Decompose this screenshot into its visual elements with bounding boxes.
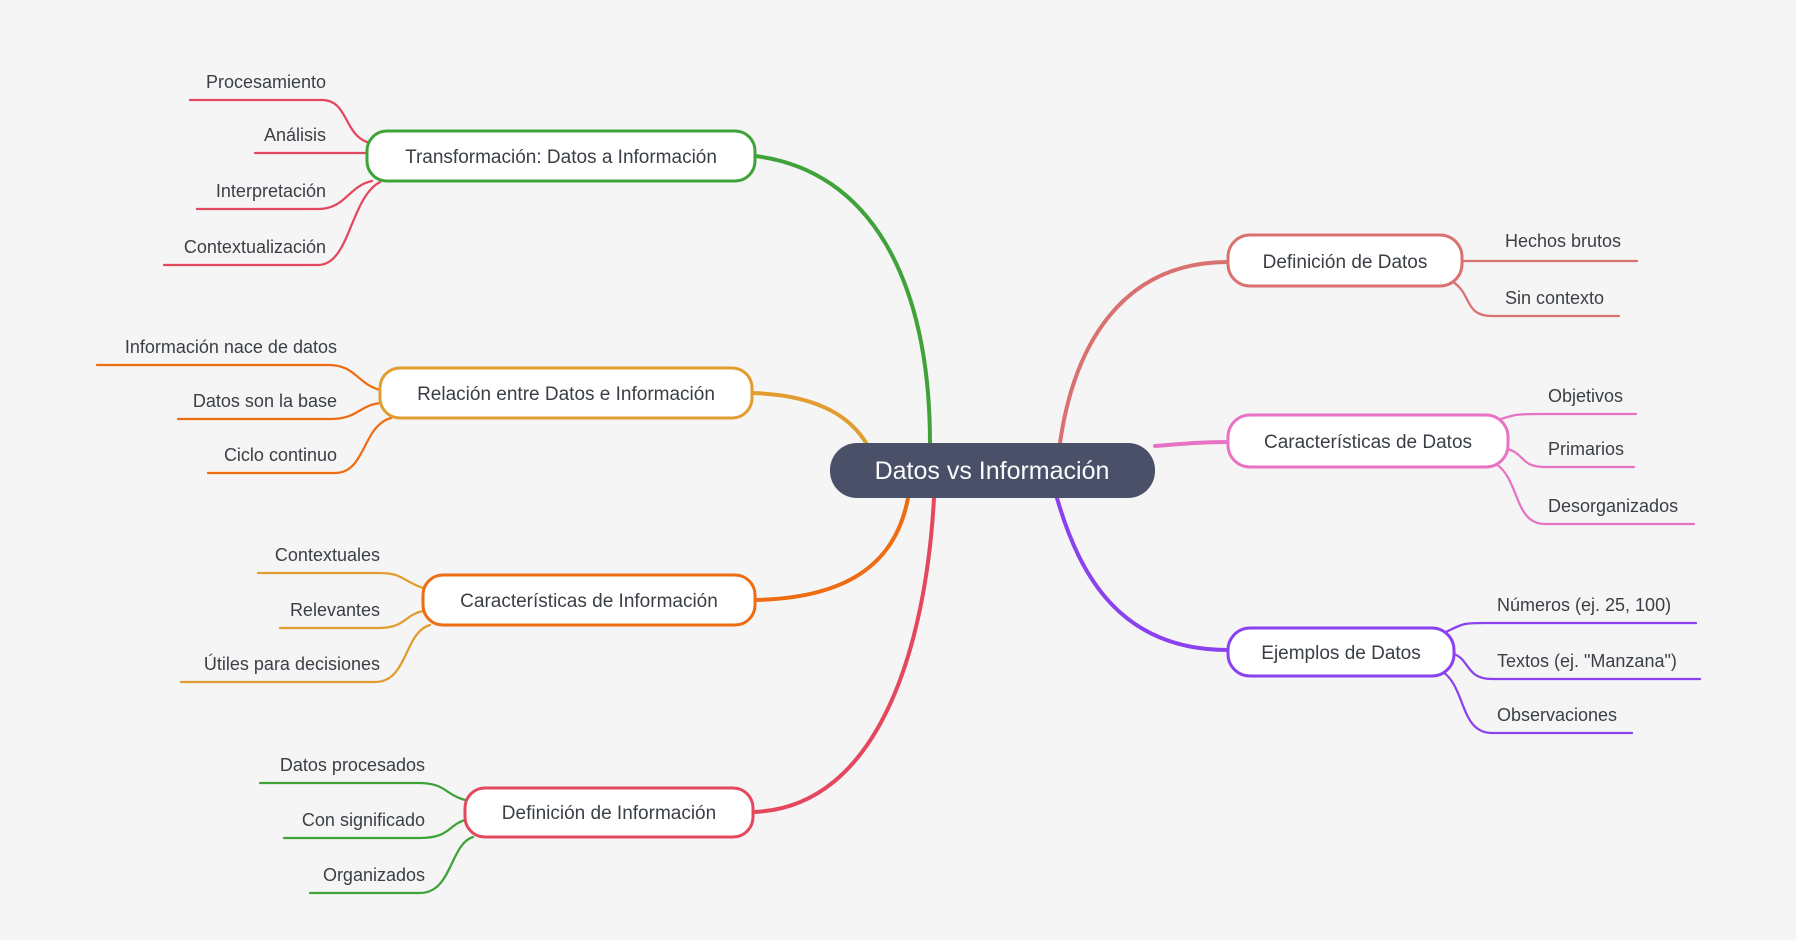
childline-primarios bbox=[1506, 447, 1636, 469]
link-central-to-relacion bbox=[750, 391, 870, 448]
childline-informacion-nace bbox=[95, 363, 382, 392]
child-datos-procesados[interactable]: Datos procesados bbox=[280, 755, 425, 775]
childline-datos-procesados bbox=[258, 781, 467, 802]
child-primarios[interactable]: Primarios bbox=[1548, 439, 1624, 459]
childline-interpretacion bbox=[195, 179, 374, 211]
childline-procesamiento bbox=[188, 98, 369, 144]
child-desorganizados[interactable]: Desorganizados bbox=[1548, 496, 1678, 516]
childline-sin-contexto bbox=[1451, 280, 1621, 318]
node-caracteristicas-datos-label[interactable]: Características de Datos bbox=[1264, 432, 1472, 453]
childline-textos bbox=[1452, 652, 1702, 681]
link-central-to-caracteristicas-datos bbox=[1153, 440, 1230, 448]
child-informacion-nace[interactable]: Información nace de datos bbox=[125, 337, 337, 357]
child-observaciones[interactable]: Observaciones bbox=[1497, 705, 1617, 725]
child-utiles[interactable]: Útiles para decisiones bbox=[204, 653, 380, 674]
child-procesamiento[interactable]: Procesamiento bbox=[206, 72, 326, 92]
link-central-to-ejemplos-datos bbox=[1055, 496, 1230, 652]
node-caracteristicas-datos[interactable] bbox=[1226, 413, 1510, 469]
child-contextualizacion[interactable]: Contextualización bbox=[184, 237, 326, 257]
child-organizados[interactable]: Organizados bbox=[323, 865, 425, 885]
childline-utiles bbox=[179, 623, 432, 684]
node-ejemplos-datos-label[interactable]: Ejemplos de Datos bbox=[1261, 643, 1420, 664]
childline-con-significado bbox=[282, 818, 467, 840]
node-relacion-label[interactable]: Relación entre Datos e Información bbox=[417, 384, 715, 405]
childline-numeros bbox=[1444, 621, 1698, 634]
link-central-to-caracteristicas-informacion bbox=[753, 496, 910, 602]
node-transformacion-label[interactable]: Transformación: Datos a Información bbox=[405, 147, 717, 168]
node-central-label[interactable]: Datos vs Información bbox=[875, 457, 1110, 485]
childline-objetivos bbox=[1496, 412, 1638, 422]
node-relacion[interactable] bbox=[378, 366, 754, 420]
child-contextuales[interactable]: Contextuales bbox=[275, 545, 380, 565]
node-definicion-informacion[interactable] bbox=[463, 786, 755, 839]
child-interpretacion[interactable]: Interpretación bbox=[216, 181, 326, 201]
node-caracteristicas-informacion-label[interactable]: Características de Información bbox=[460, 591, 718, 612]
child-datos-base[interactable]: Datos son la base bbox=[193, 391, 337, 411]
child-analisis[interactable]: Análisis bbox=[264, 125, 326, 145]
child-textos[interactable]: Textos (ej. "Manzana") bbox=[1497, 651, 1677, 671]
child-relevantes[interactable]: Relevantes bbox=[290, 600, 380, 620]
link-central-to-transformacion bbox=[753, 154, 932, 445]
childline-ciclo-continuo bbox=[206, 416, 393, 475]
childline-datos-base bbox=[176, 401, 382, 421]
node-ejemplos-datos[interactable] bbox=[1226, 626, 1456, 678]
node-transformacion[interactable] bbox=[365, 129, 757, 183]
childline-observaciones bbox=[1441, 670, 1634, 735]
node-caracteristicas-informacion[interactable] bbox=[421, 573, 757, 627]
link-central-to-definicion-datos bbox=[1058, 260, 1230, 445]
link-central-to-definicion-informacion bbox=[751, 496, 936, 814]
childline-organizados bbox=[308, 835, 475, 895]
node-definicion-informacion-label[interactable]: Definición de Información bbox=[502, 803, 716, 824]
childline-desorganizados bbox=[1494, 462, 1696, 526]
childline-relevantes bbox=[278, 609, 425, 630]
node-definicion-datos-label[interactable]: Definición de Datos bbox=[1263, 252, 1428, 273]
child-con-significado[interactable]: Con significado bbox=[302, 810, 425, 830]
node-central[interactable] bbox=[830, 443, 1155, 498]
child-numeros[interactable]: Números (ej. 25, 100) bbox=[1497, 595, 1671, 615]
childline-contextuales bbox=[256, 571, 425, 590]
child-ciclo-continuo[interactable]: Ciclo continuo bbox=[224, 445, 337, 465]
child-objetivos[interactable]: Objetivos bbox=[1548, 386, 1623, 406]
childline-contextualizacion bbox=[162, 180, 382, 267]
child-sin-contexto[interactable]: Sin contexto bbox=[1505, 288, 1604, 308]
node-definicion-datos[interactable] bbox=[1226, 233, 1464, 288]
child-hechos-brutos[interactable]: Hechos brutos bbox=[1505, 231, 1621, 251]
